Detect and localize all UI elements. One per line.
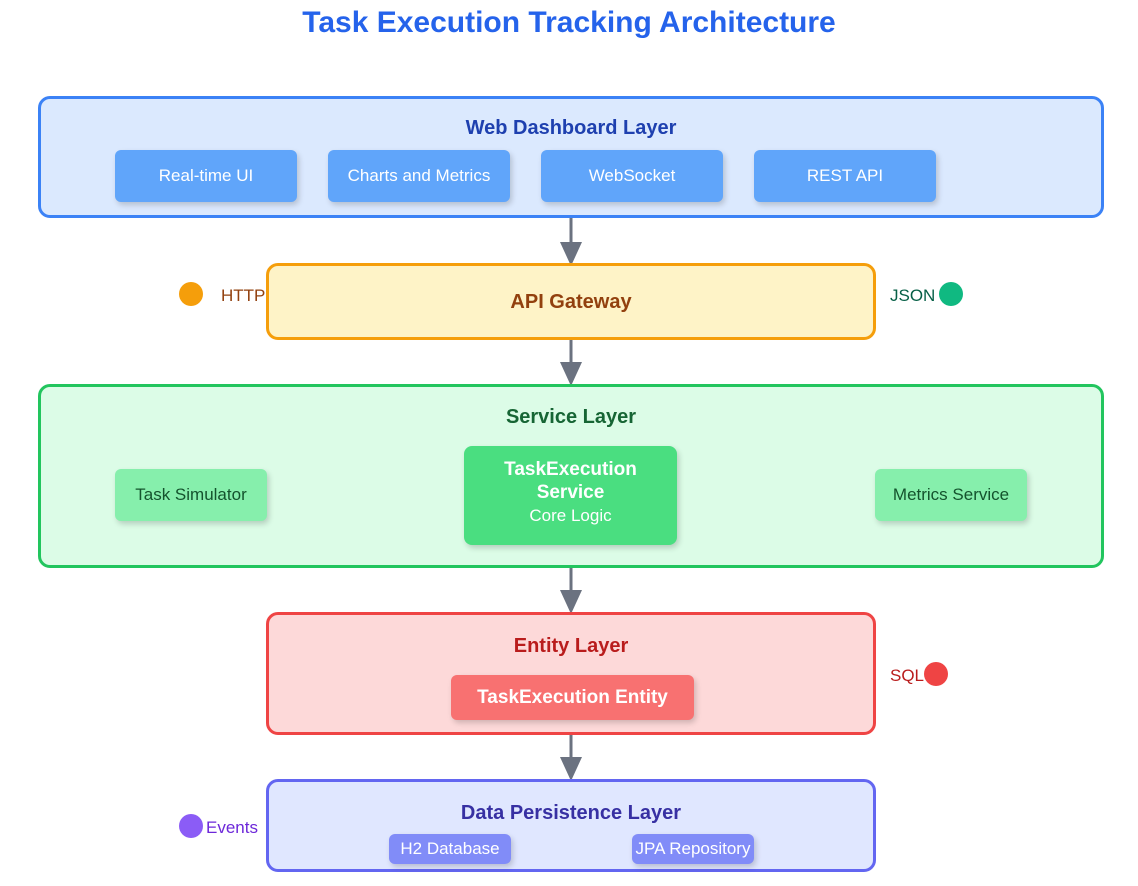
arrow-gateway-to-service (560, 340, 582, 386)
api-gateway-title: API Gateway (510, 291, 632, 313)
entity-layer-title: Entity Layer (513, 635, 629, 657)
charts-metrics-box: Charts and Metrics (328, 150, 510, 202)
web-layer-title: Web Dashboard Layer (465, 117, 677, 139)
realtime-ui-box: Real-time UI (115, 150, 297, 202)
data-persistence-layer: Data Persistence Layer H2 Database JPA R… (266, 779, 876, 872)
sql-dot (924, 662, 948, 686)
persistence-layer-title: Data Persistence Layer (460, 802, 682, 824)
json-dot (939, 282, 963, 306)
json-label: JSON (890, 286, 936, 305)
core-service-subtitle: Core Logic (529, 506, 612, 525)
api-gateway-box: API Gateway (266, 263, 876, 340)
taskexecution-service-box: TaskExecution Service Core Logic (464, 446, 677, 545)
task-simulator-box: Task Simulator (115, 469, 267, 521)
events-dot (179, 814, 203, 838)
diagram-title: Task Execution Tracking Architecture (302, 6, 836, 39)
rest-api-box: REST API (754, 150, 936, 202)
arrow-service-to-entity (560, 568, 582, 614)
jpa-repository-box: JPA Repository (632, 834, 754, 864)
entity-layer: Entity Layer TaskExecution Entity (266, 612, 876, 735)
events-label: Events (206, 818, 258, 837)
http-dot (179, 282, 203, 306)
sql-label: SQL (890, 666, 925, 685)
metrics-service-box: Metrics Service (875, 469, 1027, 521)
http-label: HTTP (221, 286, 266, 305)
h2-database-box: H2 Database (389, 834, 511, 864)
arrow-web-to-gateway (560, 217, 582, 266)
web-dashboard-layer: Web Dashboard Layer Real-time UI Charts … (38, 96, 1104, 218)
core-service-title: TaskExecution Service (504, 459, 637, 503)
arrow-entity-to-persistence (560, 735, 582, 781)
websocket-box: WebSocket (541, 150, 723, 202)
taskexecution-entity-box: TaskExecution Entity (451, 675, 694, 720)
service-layer-title: Service Layer (505, 406, 637, 428)
